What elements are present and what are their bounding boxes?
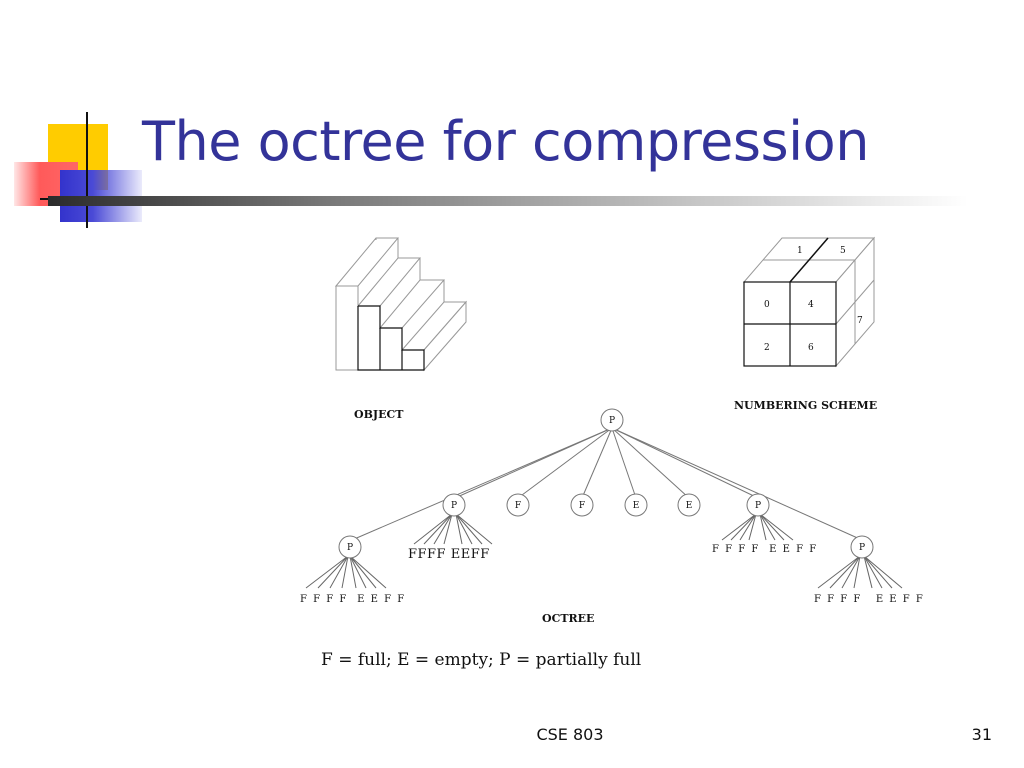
title-accent-vertical-line bbox=[86, 112, 88, 228]
octree-edges bbox=[351, 427, 863, 541]
level1-node-label-2: F bbox=[515, 501, 521, 511]
octree-node-right-p bbox=[850, 535, 874, 559]
staircase-object-drawing bbox=[334, 237, 468, 372]
right-inner-fan bbox=[721, 513, 794, 541]
octree-node-f2 bbox=[570, 493, 594, 517]
cube-label-1: 1 bbox=[797, 246, 803, 256]
right-inner-leaves: F F F F E E F F bbox=[712, 544, 818, 555]
left-inner-leaves: FFFF EEFF bbox=[408, 547, 490, 562]
left-subtree-leaves: F F F F E E F F bbox=[300, 594, 406, 605]
octree-node-e1 bbox=[624, 493, 648, 517]
slide-title: The octree for compression bbox=[142, 110, 869, 173]
octree-label: OCTREE bbox=[542, 612, 594, 625]
title-underline bbox=[48, 196, 968, 206]
cube-label-7: 7 bbox=[857, 316, 863, 326]
cube-label-2: 2 bbox=[764, 343, 770, 353]
octree-node-inner-right-p bbox=[746, 493, 770, 517]
cube-label-6: 6 bbox=[808, 343, 814, 353]
footer-course: CSE 803 bbox=[536, 725, 604, 744]
octree-node-f1 bbox=[506, 493, 530, 517]
level1-node-label-3: F bbox=[579, 501, 585, 511]
page-number: 31 bbox=[971, 725, 992, 744]
left-inner-fan bbox=[413, 513, 493, 545]
left-subtree-node-label: P bbox=[347, 543, 353, 553]
right-subtree-node-label: P bbox=[859, 543, 865, 553]
cube-label-4: 4 bbox=[808, 300, 814, 310]
level1-node-label-5: E bbox=[686, 501, 693, 511]
cube-label-5: 5 bbox=[840, 246, 846, 256]
level1-node-label-1: P bbox=[451, 501, 457, 511]
octree-legend: F = full; E = empty; P = partially full bbox=[321, 650, 641, 670]
level1-node-label-6: P bbox=[755, 501, 761, 511]
level1-node-label-4: E bbox=[633, 501, 640, 511]
cube-label-0: 0 bbox=[764, 300, 770, 310]
numbering-scheme-label: NUMBERING SCHEME bbox=[734, 399, 877, 412]
staircase-front-outline bbox=[357, 305, 425, 371]
root-node-label: P bbox=[609, 416, 615, 426]
octree-node-e2 bbox=[677, 493, 701, 517]
right-subtree-leaves: F F F F E E F F bbox=[814, 594, 924, 605]
octree-node-left-p bbox=[338, 535, 362, 559]
octree-root-node bbox=[600, 408, 624, 432]
numbering-cube-front bbox=[743, 237, 837, 367]
octree-node-inner-left-p bbox=[442, 493, 466, 517]
right-subtree-fan bbox=[817, 555, 903, 589]
left-subtree-fan bbox=[305, 555, 387, 589]
object-label: OBJECT bbox=[354, 408, 404, 421]
